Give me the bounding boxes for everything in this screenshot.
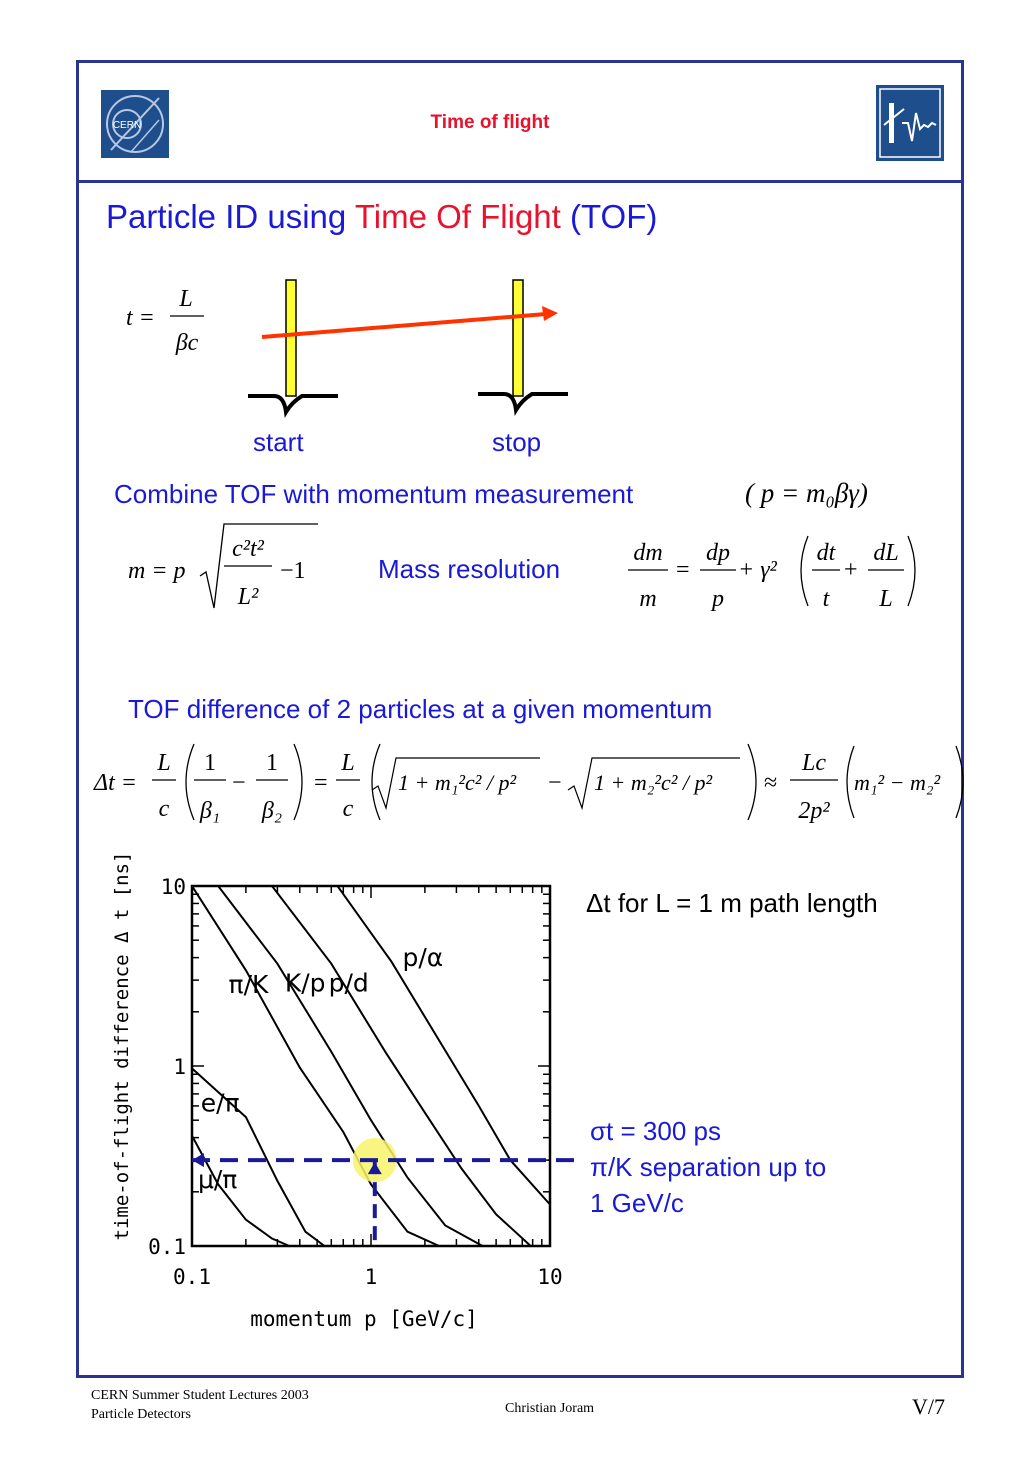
start-counter: [285, 279, 297, 397]
dt-sqrt2: 1 + m₂²c² / p²: [594, 770, 712, 795]
svg-text:≈: ≈: [764, 770, 777, 796]
series-line: [217, 885, 484, 1247]
res-p: p: [710, 586, 724, 612]
cern-logo: CERN: [101, 90, 169, 158]
y-tick-label: 1: [173, 1055, 186, 1079]
y-tick-label: 10: [161, 875, 186, 899]
dt-f2-num: L: [340, 750, 354, 776]
dt-inv2-num: 1: [266, 750, 278, 776]
start-pulse: [248, 394, 338, 418]
series-line: [191, 885, 440, 1247]
mass-eq-minus: −1: [280, 558, 306, 584]
combine-text: Combine TOF with momentum measurement: [114, 479, 634, 509]
momentum-equation: ( p = m₀βγ): [745, 478, 868, 508]
track-arrow-icon: [542, 306, 558, 321]
x-tick-label: 1: [365, 1265, 378, 1289]
dt-approx-num: Lc: [801, 750, 826, 776]
y-axis-label: time-of-flight difference Δ t [ns]: [111, 852, 133, 1241]
slide-title-part2: Time Of Flight: [354, 198, 561, 235]
dt-f2-den: c: [343, 796, 354, 822]
res-m: m: [639, 586, 656, 612]
series-label: p/α: [403, 943, 444, 972]
series-label: p/d: [329, 968, 369, 997]
series-line: [271, 885, 532, 1247]
footer-page: V/7: [912, 1394, 945, 1419]
mass-eq-num: c²t²: [232, 536, 265, 562]
tof-detector-diagram: [248, 279, 568, 418]
stop-counter: [512, 279, 524, 397]
x-tick-label: 10: [537, 1265, 562, 1289]
x-axis-label: momentum p [GeV/c]: [250, 1307, 478, 1331]
dt-sqrt1: 1 + m₁²c² / p²: [398, 770, 516, 795]
detector-logo: [876, 85, 944, 161]
path-length-note: Δt for L = 1 m path length: [586, 888, 878, 918]
res-L: L: [878, 586, 892, 612]
svg-text:=: =: [314, 770, 328, 796]
time-eq-den: βc: [175, 330, 199, 356]
svg-text:+: +: [844, 557, 858, 583]
res-gamma: + γ²: [738, 557, 778, 583]
cern-logo-text: CERN: [113, 120, 141, 131]
separation-note-1: π/K separation up to: [590, 1152, 827, 1182]
res-dL: dL: [873, 540, 898, 566]
y-tick-label: 0.1: [148, 1235, 186, 1259]
svg-text:−: −: [548, 770, 562, 796]
series-label: K/p: [285, 968, 326, 997]
mass-resolution-label: Mass resolution: [378, 554, 561, 584]
sigma-note: σt = 300 ps: [590, 1116, 721, 1146]
time-eq-lhs: t =: [126, 305, 155, 331]
res-dt: dt: [817, 540, 837, 566]
x-tick-label: 0.1: [173, 1265, 211, 1289]
dt-inv1-num: 1: [204, 750, 216, 776]
header-title: Time of flight: [430, 112, 550, 133]
series-line: [191, 1067, 326, 1247]
svg-text:−: −: [232, 770, 246, 796]
slide-title-part3: (TOF): [560, 198, 658, 235]
hline-arrow-icon: [192, 1153, 204, 1168]
tof-difference-label: TOF difference of 2 particles at a given…: [128, 694, 713, 724]
slide-frame: [76, 60, 964, 1378]
mass-equation: m = p c²t² L² −1: [128, 523, 318, 610]
slide-title-part1: Particle ID using: [106, 198, 355, 235]
separation-note-2: 1 GeV/c: [590, 1188, 684, 1218]
delta-t-equation: Δt = L c 1 β₁ − 1 β₂ = L c 1 + m₁²c² / p…: [93, 743, 964, 824]
res-t: t: [823, 586, 831, 612]
slide-title: Particle ID using Time Of Flight (TOF): [106, 198, 657, 236]
dt-f1-num: L: [156, 750, 170, 776]
series-label: μ/π: [198, 1165, 237, 1194]
particle-track: [261, 312, 547, 339]
series-line: [336, 885, 551, 1206]
series-line: [191, 1135, 290, 1247]
time-eq-num: L: [178, 286, 192, 312]
stop-pulse: [478, 392, 568, 416]
dt-lhs: Δt =: [93, 770, 137, 796]
footer-author: Christian Joram: [505, 1401, 595, 1416]
time-equation: t = L βc: [126, 286, 204, 356]
footer-course: CERN Summer Student Lectures 2003: [91, 1388, 309, 1403]
svg-text:=: =: [676, 557, 690, 583]
footer-subject: Particle Detectors: [91, 1407, 191, 1422]
mass-eq-den: L²: [237, 584, 259, 610]
dt-f1-den: c: [159, 796, 170, 822]
dt-inv2-den: β₂: [261, 798, 282, 824]
res-dm: dm: [633, 540, 662, 566]
plot-area: [190, 884, 552, 1248]
res-dp: dp: [706, 540, 730, 566]
dt-mass-term: m₁² − m₂²: [854, 770, 941, 795]
header-separator: [76, 180, 964, 183]
mass-eq-lhs: m = p: [128, 558, 186, 584]
stop-label: stop: [492, 427, 542, 457]
dt-inv1-den: β₁: [199, 798, 220, 824]
dt-approx-den: 2p²: [798, 798, 830, 824]
series-label: e/π: [201, 1088, 240, 1117]
mass-resolution-equation: dm m = dp p + γ² dt t + dL L: [628, 535, 916, 612]
vline-arrow-icon: [367, 1162, 382, 1175]
series-label: π/K: [229, 970, 269, 999]
start-label: start: [253, 427, 304, 457]
